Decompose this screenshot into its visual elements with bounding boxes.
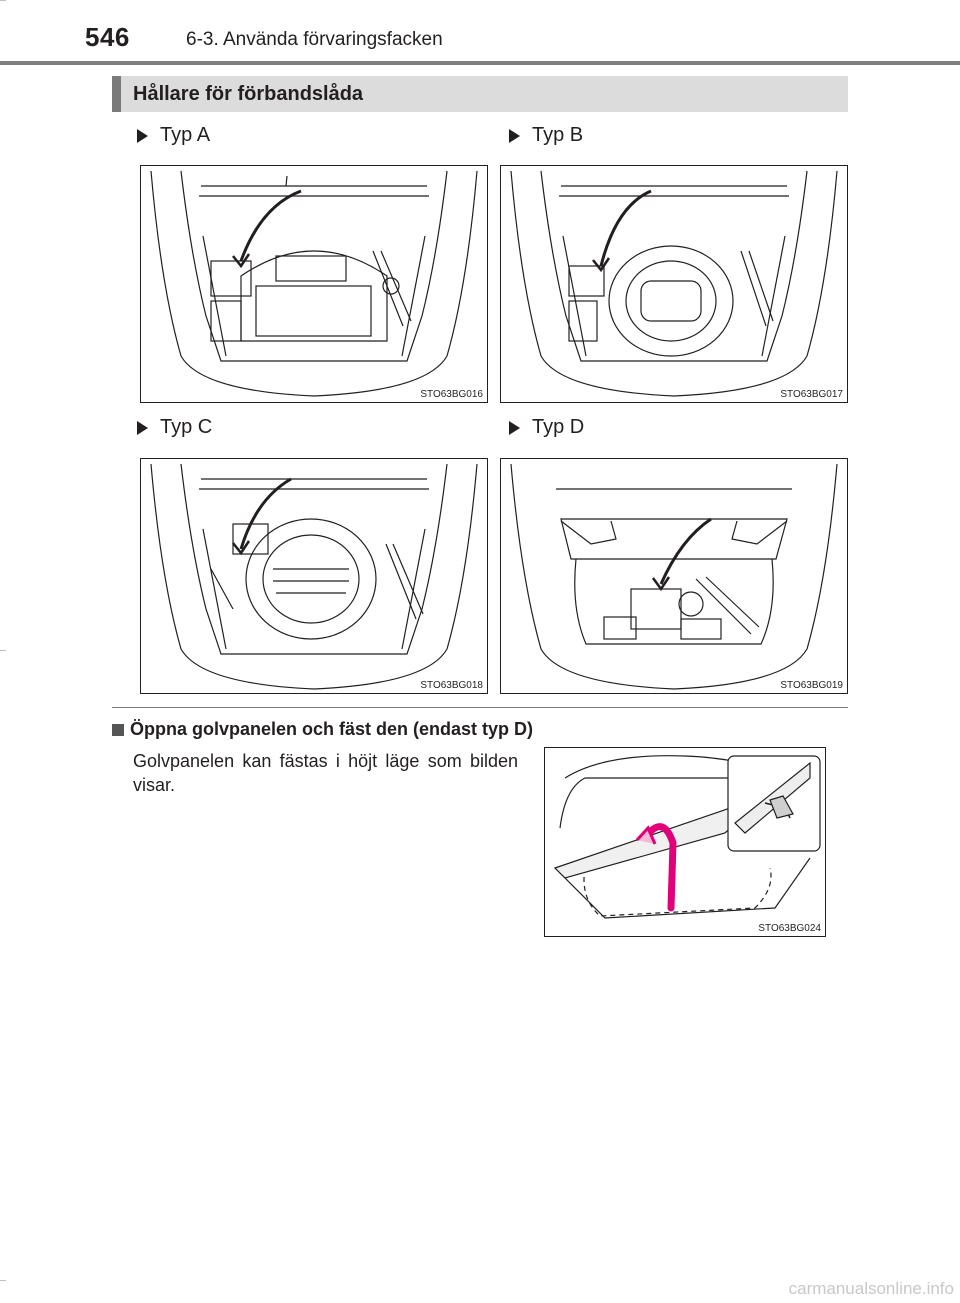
triangle-bullet-icon — [509, 128, 520, 143]
type-c-label: Typ C — [137, 416, 212, 439]
triangle-bullet-icon — [509, 420, 520, 435]
figure-code: STO63BG016 — [420, 389, 483, 400]
type-a-text: Typ A — [160, 124, 211, 146]
figure-code: STO63BG019 — [780, 680, 843, 691]
section-divider — [112, 707, 848, 708]
section-title: Hållare för förbandslåda — [133, 83, 364, 105]
type-c-text: Typ C — [160, 416, 213, 438]
subsection-title: Öppna golvpanelen och fäst den (endast t… — [130, 719, 534, 739]
type-d-text: Typ D — [532, 416, 585, 438]
type-b-label: Typ B — [509, 124, 583, 147]
square-bullet-icon — [112, 723, 124, 736]
chapter-title: 6-3. Använda förvaringsfacken — [186, 29, 443, 50]
figure-code: STO63BG018 — [420, 680, 483, 691]
type-d-label: Typ D — [509, 416, 584, 439]
footer-watermark: carmanualsonline.info — [788, 1279, 954, 1298]
figure-code: STO63BG024 — [758, 923, 821, 934]
figure-floor-panel: STO63BG024 — [544, 747, 826, 937]
figure-type-c: STO63BG018 — [140, 458, 488, 694]
section-heading-bar: Hållare för förbandslåda — [112, 76, 848, 112]
triangle-bullet-icon — [137, 128, 148, 143]
header-rule — [0, 61, 960, 65]
figure-type-d: STO63BG019 — [500, 458, 848, 694]
page-number: 546 — [85, 22, 130, 52]
figure-type-b: STO63BG017 — [500, 165, 848, 403]
subsection-body: Golvpanelen kan fästas i höjt läge som b… — [133, 751, 518, 795]
section-accent — [112, 76, 121, 112]
triangle-bullet-icon — [137, 420, 148, 435]
margin-tick — [0, 1280, 6, 1281]
margin-tick — [0, 650, 6, 651]
margin-tick — [0, 0, 6, 1]
subsection-heading: Öppna golvpanelen och fäst den (endast t… — [112, 719, 533, 740]
type-a-label: Typ A — [137, 124, 210, 147]
figure-type-a: STO63BG016 — [140, 165, 488, 403]
figure-code: STO63BG017 — [780, 389, 843, 400]
type-b-text: Typ B — [532, 124, 584, 146]
